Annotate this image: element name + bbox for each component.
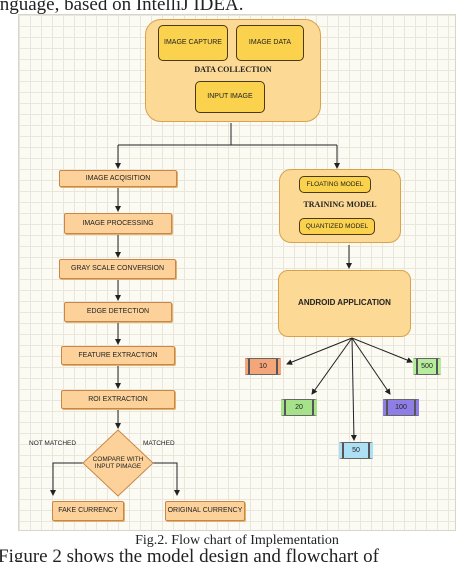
decision-diamond <box>82 429 154 497</box>
step-image-acquisition: IMAGE ACQISITION <box>59 170 177 187</box>
arrow-to-10 <box>286 337 353 365</box>
fake-currency-node: FAKE CURRENCY <box>52 501 124 521</box>
denomination-20: 20 <box>281 399 317 416</box>
flowchart: IMAGE CAPTURE IMAGE DATA DATA COLLECTION… <box>18 14 456 531</box>
bottom-body-text: Figure 2 shows the model design and flow… <box>0 546 379 562</box>
matched-label: MATCHED <box>143 440 175 447</box>
denomination-10: 10 <box>245 358 281 375</box>
denomination-100: 100 <box>383 399 419 416</box>
arrow-to-500 <box>351 337 413 363</box>
connectors <box>50 123 413 497</box>
arrow-to-50 <box>350 337 357 441</box>
image-capture-node: IMAGE CAPTURE <box>158 25 228 61</box>
arrow-matched <box>153 462 180 496</box>
figure-caption: Fig.2. Flow chart of Implementation <box>135 533 339 548</box>
step-roi-extraction: ROI EXTRACTION <box>61 390 175 409</box>
android-application-node: ANDROID APPLICATION <box>278 270 411 337</box>
step-image-processing: IMAGE PROCESSING <box>64 213 172 234</box>
input-image-node: INPUT IMAGE <box>195 81 265 113</box>
arrow-to-20 <box>311 337 353 395</box>
decision-label: COMPARE WITH INPUT PIMAGE <box>92 455 144 470</box>
not-matched-label: NOT MATCHED <box>29 440 77 447</box>
arrow-not-matched <box>50 462 83 496</box>
step-feature-extraction: FEATURE EXTRACTION <box>61 346 175 365</box>
training-model-title: TRAINING MODEL <box>303 200 377 209</box>
step-gray-scale-conversion: GRAY SCALE CONVERSION <box>59 259 176 279</box>
data-collection-title: DATA COLLECTION <box>194 65 272 74</box>
original-currency-node: ORIGINAL CURRENCY <box>165 501 245 521</box>
arrow-to-100 <box>351 337 391 395</box>
denomination-50: 50 <box>339 442 373 459</box>
image-data-node: IMAGE DATA <box>236 25 304 61</box>
quantized-model-node: QUANTIZED MODEL <box>299 218 375 235</box>
denomination-500: 500 <box>413 358 441 375</box>
floating-model-node: FLOATING MODEL <box>299 176 371 193</box>
step-edge-detection: EDGE DETECTION <box>64 302 172 322</box>
